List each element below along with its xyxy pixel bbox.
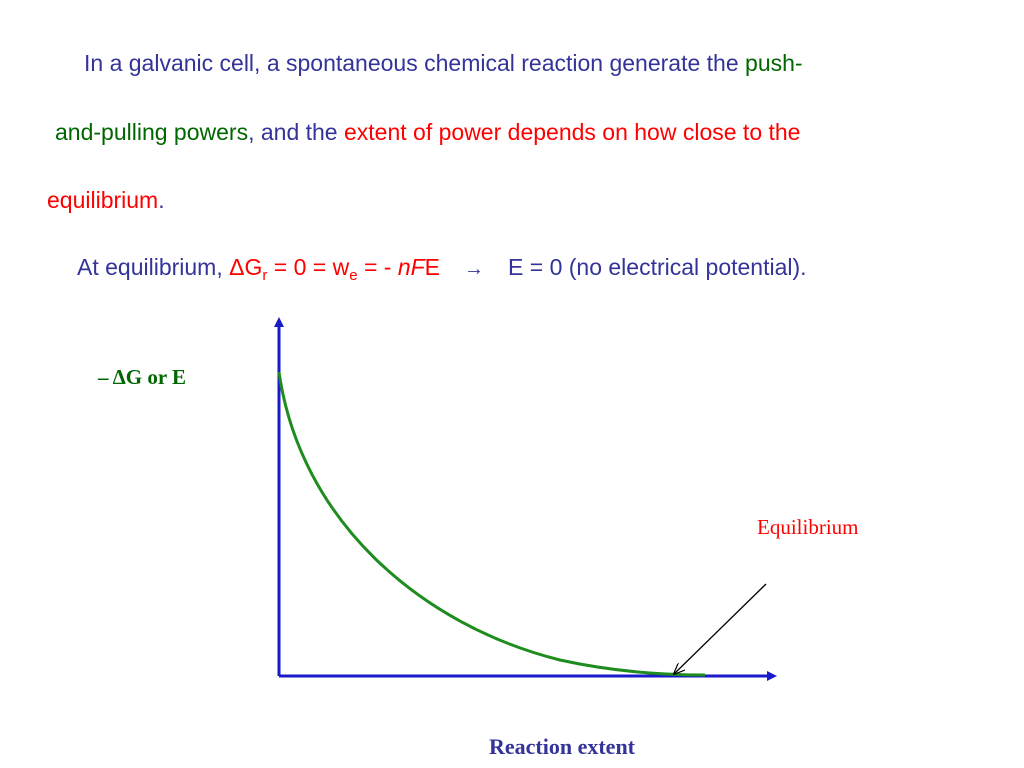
equation-nf: nF [397, 254, 425, 280]
text-line-3: equilibrium. [47, 189, 165, 212]
line3-emphasis: equilibrium [47, 187, 159, 213]
line3-period: . [158, 187, 165, 213]
energy-curve [277, 371, 706, 677]
x-axis-label: Reaction extent [489, 734, 636, 759]
equation-work: = 0 = w [267, 254, 350, 280]
equation-result: E = 0 (no electrical potential). [508, 254, 807, 280]
equation-lead: At equilibrium, [77, 254, 230, 280]
line2-highlight: and-pulling powers [55, 119, 249, 145]
equation-e: E [424, 254, 441, 280]
implies-arrow-icon: → [464, 258, 485, 280]
equilibrium-pointer [674, 583, 767, 674]
equation-sub-r: r [262, 267, 268, 284]
equation-delta-g: ΔG [229, 254, 263, 280]
equation-minus: = - [357, 254, 398, 280]
equation-sub-e: e [349, 267, 358, 284]
line1-text: In a galvanic cell, a spontaneous chemic… [84, 50, 746, 76]
text-line-1: In a galvanic cell, a spontaneous chemic… [84, 52, 803, 75]
line2-emphasis: extent of power depends on how close to … [344, 119, 801, 145]
y-axis-label: – ΔG or E [98, 365, 187, 389]
text-line-2: and-pulling powers, and the extent of po… [55, 121, 800, 144]
line2-text: , and the [248, 119, 344, 145]
equilibrium-label: Equilibrium [757, 515, 859, 539]
equilibrium-equation: At equilibrium, ΔGr = 0 = we = - nFE → E =… [77, 254, 807, 284]
line1-highlight: push- [745, 50, 803, 76]
